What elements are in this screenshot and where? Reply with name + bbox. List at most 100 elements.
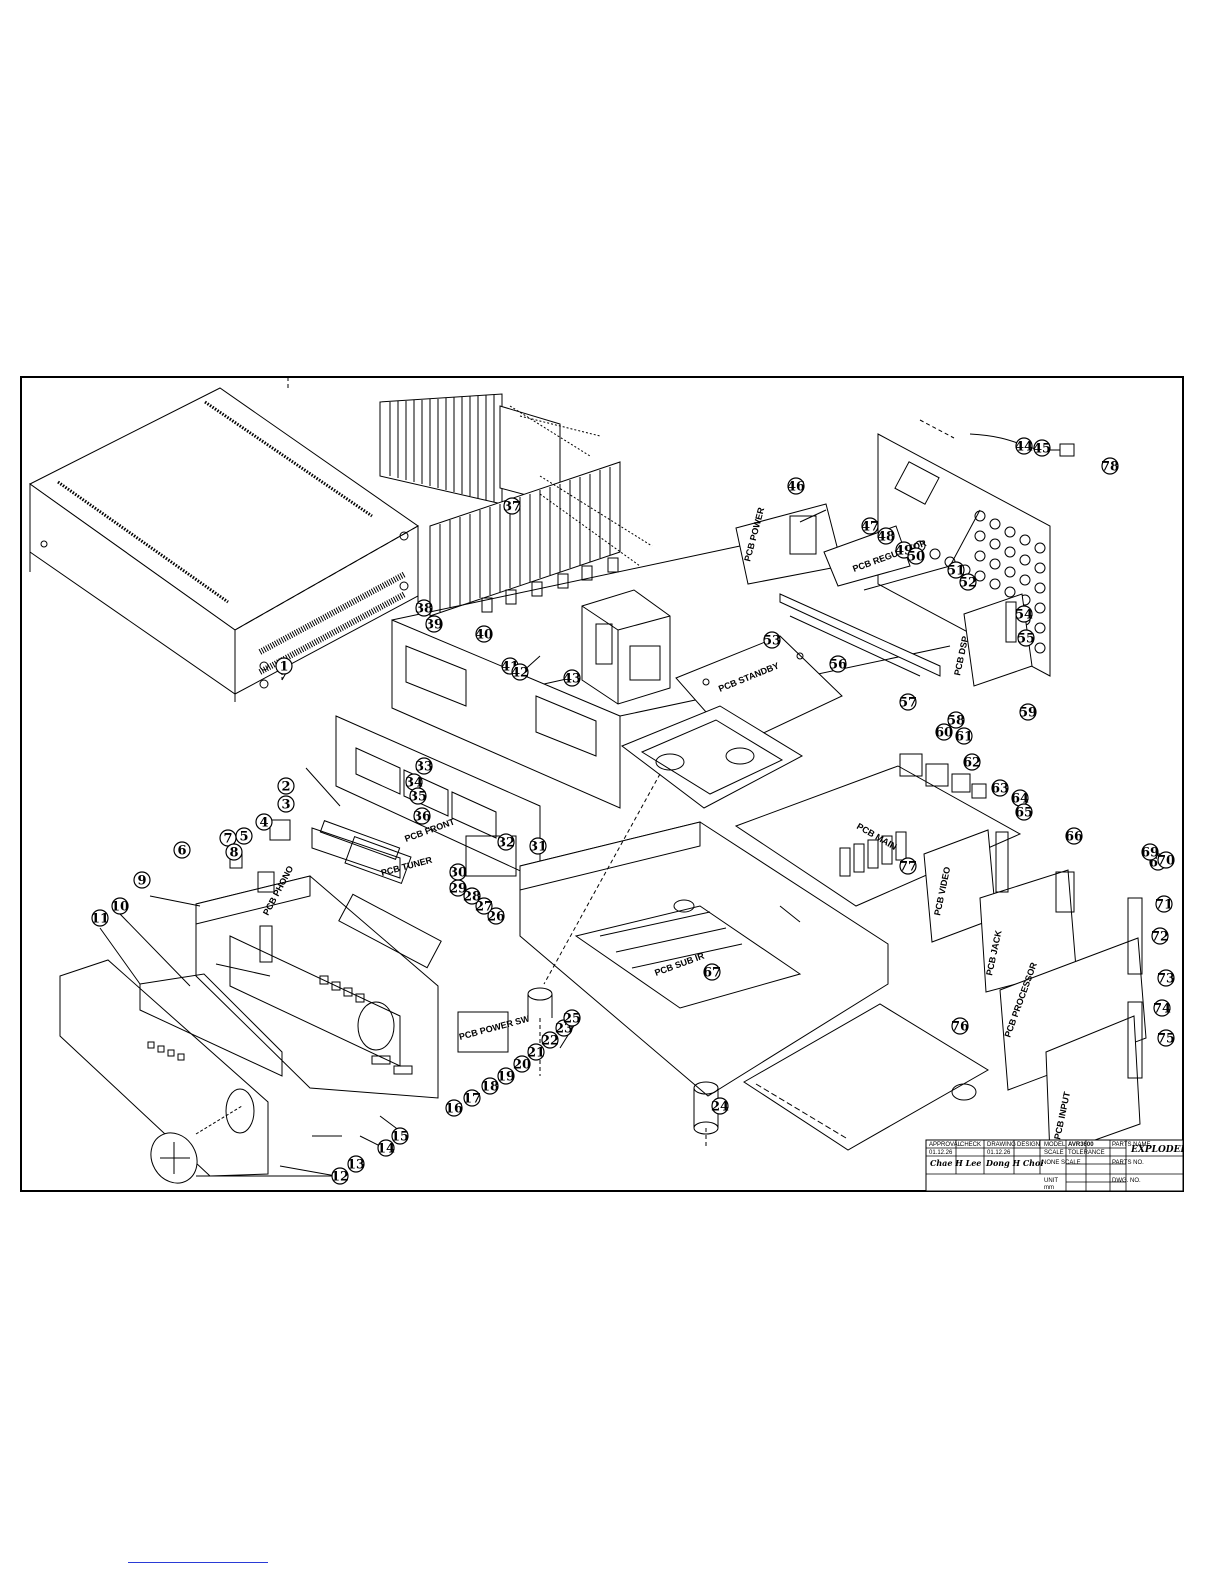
callout-37: 37 [503,500,521,515]
label-pcb-dsp: PCB DSP [952,635,970,676]
callout-51: 51 [947,564,965,579]
callout-75: 75 [1157,1032,1175,1047]
callout-63: 63 [991,782,1009,797]
front-panel [195,875,439,1099]
callout-36: 36 [413,810,431,825]
tb-none-scale: NONE SCALE [1042,1160,1081,1166]
callout-34: 34 [405,776,423,791]
callout-circle-69 [1141,843,1159,861]
pcb-processor [999,937,1147,1091]
callout-circle-27 [475,897,493,915]
callout-58: 58 [947,714,965,729]
callout-circle-21 [527,1043,545,1061]
exploded-view-drawing: PCB POWER PCB REGULATOR PCB STANDBY PCB … [20,376,1184,1192]
callout-14: 14 [377,1142,395,1157]
callout-26: 26 [487,910,505,925]
tb-date-2: 01.12.26 [987,1150,1011,1156]
front-pcb-bracket [335,715,541,881]
pcb-main [734,753,1022,907]
callout-56: 56 [829,658,847,673]
callout-circle-74 [1153,999,1171,1017]
callout-20: 20 [513,1058,531,1073]
callout-64: 64 [1011,792,1029,807]
label-pcb-power-sw: PCB POWER SW [458,1013,531,1042]
callout-29: 29 [449,882,467,897]
tb-design: DESIGN [1017,1142,1040,1148]
callout-15: 15 [391,1130,409,1145]
chassis-plate [620,705,804,809]
callout-45: 45 [1033,442,1051,457]
callout-67: 67 [703,966,721,981]
callout-circle-26 [487,907,505,925]
callout-70: 70 [1157,854,1175,869]
callout-circle-55 [1017,629,1035,647]
tb-approver: Chae H Lee [930,1158,981,1168]
callout-circle-67 [703,963,721,981]
callout-circle-2 [277,777,295,795]
tb-model-label: MODEL [1044,1142,1066,1148]
callout-circle-38 [415,599,433,617]
display-window [311,820,401,879]
callout-76: 76 [951,1020,969,1035]
tb-tolerance-label: TOLERANCE [1068,1150,1105,1156]
tb-check: CHECK [960,1142,981,1148]
callout-5: 5 [239,830,248,845]
callout-16: 16 [445,1102,463,1117]
callout-43: 43 [563,672,581,687]
callout-circle-43 [563,669,581,687]
heatsink-rear [379,393,561,505]
callout-28: 28 [463,890,481,905]
callout-circle-22 [541,1031,559,1049]
callout-circle-19 [497,1067,515,1085]
callout-circle-6 [173,841,191,859]
callout-circle-56 [829,655,847,673]
callout-78: 78 [1101,460,1119,475]
callout-circle-11 [91,909,109,927]
heatsink-front [429,405,653,617]
callout-circle-53 [763,631,781,649]
callout-circle-16 [445,1099,463,1117]
drawing-frame [20,376,1184,1192]
callout-circle-1 [275,657,293,675]
callout-circle-59 [1019,703,1037,721]
callout-77: 77 [899,860,917,875]
callout-57: 57 [899,696,917,711]
callout-39: 39 [425,618,443,633]
callout-25: 25 [563,1012,581,1027]
callout-circle-71 [1155,895,1173,913]
callout-53: 53 [763,634,781,649]
callout-10: 10 [111,900,129,915]
bottom-cover [743,1003,989,1151]
callout-circle-37 [503,497,521,515]
tb-title: EXPLODED VIEW [1130,1145,1184,1155]
callout-8: 8 [229,846,238,861]
callout-circle-70 [1157,851,1175,869]
callout-circle-35 [409,787,427,805]
footer-link-underline[interactable] [128,1562,268,1563]
chassis-rail [779,593,941,677]
callout-circle-60 [935,723,953,741]
pcb-input [1045,1015,1141,1157]
callout-bubbles: 1234567891011121314151617181920212223242… [91,437,1175,1185]
callout-21: 21 [527,1046,545,1061]
tb-scale-label: SCALE [1044,1150,1064,1156]
callout-11: 11 [91,912,109,927]
callout-24: 24 [711,1100,729,1115]
callout-circle-73 [1157,969,1175,987]
callout-6: 6 [177,844,186,859]
callout-circle-17 [463,1089,481,1107]
tb-mm: mm [1044,1185,1054,1191]
callout-circle-75 [1157,1029,1175,1047]
tb-drawer: Dong H Choi [985,1158,1043,1168]
exploded-view-sheet: PCB POWER PCB REGULATOR PCB STANDBY PCB … [20,376,1184,1192]
volume-knob [150,1105,332,1184]
callout-circle-8 [225,843,243,861]
callout-17: 17 [463,1092,481,1107]
callout-circle-12 [331,1167,349,1185]
callout-48: 48 [877,530,895,545]
callout-40: 40 [475,628,493,643]
callout-73: 73 [1157,972,1175,987]
jack-stacks [995,831,1143,1079]
tb-approval: APPROVAL [929,1142,962,1148]
bottom-chassis [519,821,889,1097]
